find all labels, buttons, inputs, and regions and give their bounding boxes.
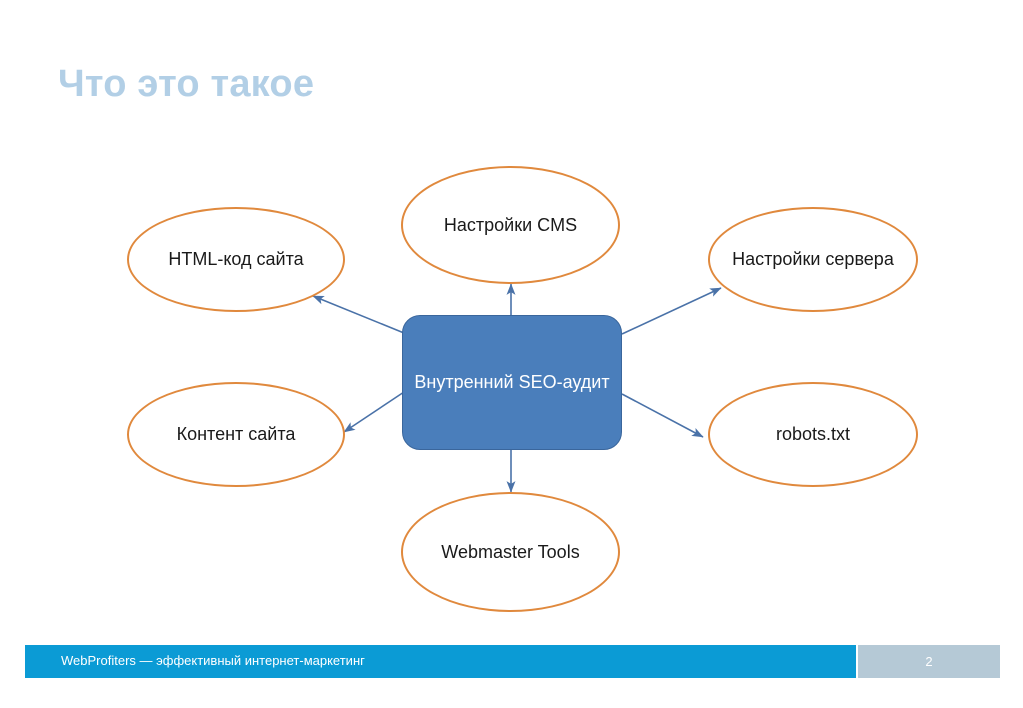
node-html-code-label: HTML-код сайта — [168, 249, 304, 269]
arrow-to-site-content — [343, 391, 405, 433]
node-site-content-label: Контент сайта — [176, 424, 296, 444]
footer-branding-text: WebProfiters — эффективный интернет-марк… — [61, 653, 365, 668]
arrow-to-robots-txt — [621, 393, 704, 438]
node-cms-settings[interactable]: Настройки CMS — [401, 166, 620, 284]
page-number-box: 2 — [858, 645, 1000, 678]
node-robots-txt[interactable]: robots.txt — [708, 382, 918, 487]
node-webmaster-tools-label: Webmaster Tools — [441, 541, 580, 562]
node-robots-txt-label: robots.txt — [775, 424, 851, 444]
arrow-to-html-code — [312, 295, 405, 334]
node-webmaster-tools[interactable]: Webmaster Tools — [401, 492, 620, 612]
node-html-code[interactable]: HTML-код сайта — [127, 207, 345, 312]
node-server-settings[interactable]: Настройки сервера — [708, 207, 918, 312]
node-internal-seo-audit-label: Внутренний SEO-аудит — [414, 372, 610, 392]
page-number: 2 — [925, 654, 933, 669]
node-site-content[interactable]: Контент сайта — [127, 382, 345, 487]
node-server-settings-label: Настройки сервера — [732, 249, 894, 269]
node-internal-seo-audit[interactable]: Внутренний SEO-аудит — [402, 315, 622, 450]
footer-bar: WebProfiters — эффективный интернет-марк… — [25, 645, 856, 678]
node-cms-settings-label: Настройки CMS — [443, 214, 578, 235]
page-title: Что это такое — [58, 63, 315, 105]
arrow-to-server-settings — [621, 287, 722, 335]
